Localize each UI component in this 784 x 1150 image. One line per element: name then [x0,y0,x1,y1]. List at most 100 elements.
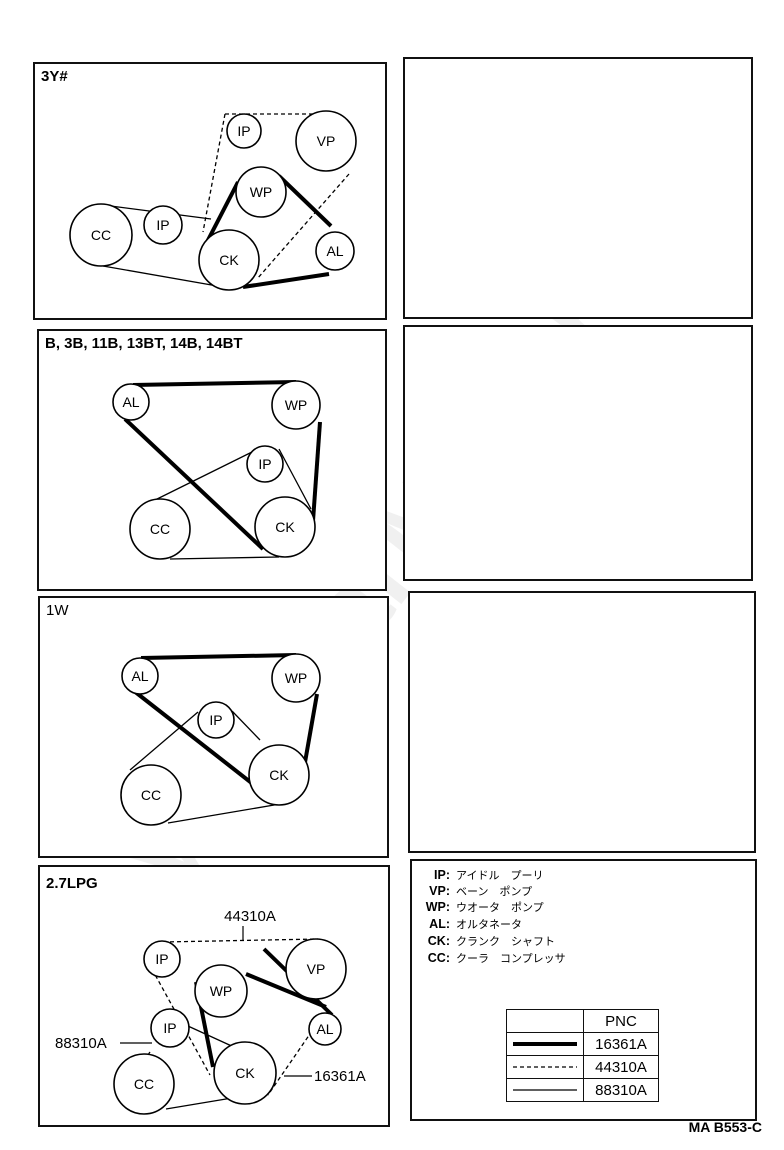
legend-item: IP: アイドル プーリ [416,867,543,884]
label-ip: IP [258,456,271,472]
belt-thin [278,448,312,510]
table-row: 44310A [506,1055,659,1079]
label-wp: WP [285,670,308,686]
pulley-ck [254,496,316,558]
pnc-value: 16361A [583,1032,659,1056]
label-wp: WP [250,184,273,200]
belt-thin [167,803,281,824]
pulley-cc [120,764,182,826]
pulley-wp [271,653,321,703]
pnc-value: 88310A [583,1078,659,1102]
reference-code: MA B553-C [688,1119,762,1135]
callout-88310a: 88310A [55,1035,107,1052]
belt-dashed [151,968,211,1076]
pulley-ck [248,744,310,806]
belt-thick [132,689,260,790]
belt-diagram-1w: AL WP IP CK CC [120,653,321,826]
pulley-cc [113,1053,175,1115]
table-row: 16361A [506,1032,659,1056]
belt-thick [302,693,319,769]
pulley-vp [295,110,357,172]
belt-dashed [202,113,226,233]
legend-item: CK:クランク シャフト [416,933,555,950]
legend-desc: オルタネータ [456,918,522,931]
belt-thick [132,380,297,387]
table-row: 88310A [506,1078,659,1102]
belt-diagram-b-series: AL WP IP CC CK [112,380,322,560]
pulley-ip [197,701,235,739]
legend-desc: クランク シャフト [456,935,555,948]
belt-thin [148,451,253,504]
label-cc: CC [91,227,111,243]
legend-code: VP: [429,884,450,898]
pulley-wp [194,964,248,1018]
legend-item: VP:ベーン ポンプ [416,883,532,900]
pulley-al [121,657,159,695]
pulley-vp [285,938,347,1000]
diagram-panel-3y: 3Y# IP VP WP CC IP CK AL [33,62,387,320]
label-vp: VP [307,961,326,977]
label-al: AL [131,668,148,684]
pulley-ck [213,1041,277,1105]
label-al: AL [326,243,343,259]
legend-item: AL: オルタネータ [416,916,522,933]
belt-thin [169,556,280,560]
legend-code: IP: [434,868,450,882]
belt-thin [231,710,261,741]
diagram-panel-b-series: B, 3B, 11B, 13BT, 14B, 14BT AL WP IP CC … [37,329,387,591]
legend-code: AL: [429,917,450,931]
label-ip: IP [163,1020,176,1036]
belt-thick [245,972,327,1009]
label-cc: CC [141,787,161,803]
label-al: AL [316,1021,333,1037]
pnc-value: 44310A [583,1055,659,1079]
panel-title: B, 3B, 11B, 13BT, 14B, 14BT [45,335,243,352]
label-ip: IP [237,123,250,139]
belt-thick [311,421,322,522]
legend-item: CC:クーラ コンプレッサ [416,950,566,967]
legend-code: CC: [427,951,450,965]
diagram-panel-2-7lpg: 2.7LPG IP VP WP IP AL CC CK 44310A 88310… [38,865,390,1127]
panel-title: 1W [46,602,69,619]
label-vp: VP [317,133,336,149]
empty-panel [403,57,753,319]
pulley-ck [198,229,260,291]
pulley-ip-left [150,1008,190,1048]
callout-16361a: 16361A [314,1068,366,1085]
legend-desc: ウオータ ポンプ [456,901,544,914]
empty-panel [408,591,756,853]
belt-thin [165,1096,239,1110]
legend-item: WP: ウオータ ポンプ [416,899,544,916]
pulley-al [112,383,150,421]
pulley-cc [129,498,191,560]
label-ck: CK [275,519,295,535]
label-ck: CK [235,1065,255,1081]
label-ip: IP [209,712,222,728]
legend-code: WP: [425,900,450,914]
line-style-cell [506,1009,584,1033]
belt-dashed [162,938,319,943]
belt-thick [205,181,240,243]
label-ck: CK [269,767,289,783]
label-ip: IP [156,217,169,233]
line-style-cell [506,1032,584,1056]
label-ck: CK [219,252,239,268]
panel-title: 3Y# [41,68,68,85]
belt-thick [123,417,265,551]
pulley-cc [69,203,133,267]
empty-panel [403,325,753,581]
pnc-table: PNC 16361A 44310A 88310A [506,1009,659,1102]
belt-dashed [267,1030,313,1096]
table-row: PNC [506,1009,659,1033]
line-style-cell [506,1055,584,1079]
legend-desc: アイドル プーリ [456,869,544,882]
pulley-ip-top [226,113,262,149]
belt-thick [277,174,333,228]
belt-diagram-2-7lpg: IP VP WP IP AL CC CK 44310A 88310A 16361… [55,908,366,1115]
pulley-ip-top [143,940,181,978]
pulley-al [308,1012,342,1046]
belt-thick [242,272,330,289]
label-wp: WP [210,983,233,999]
belt-thin [102,265,224,288]
label-al: AL [122,394,139,410]
